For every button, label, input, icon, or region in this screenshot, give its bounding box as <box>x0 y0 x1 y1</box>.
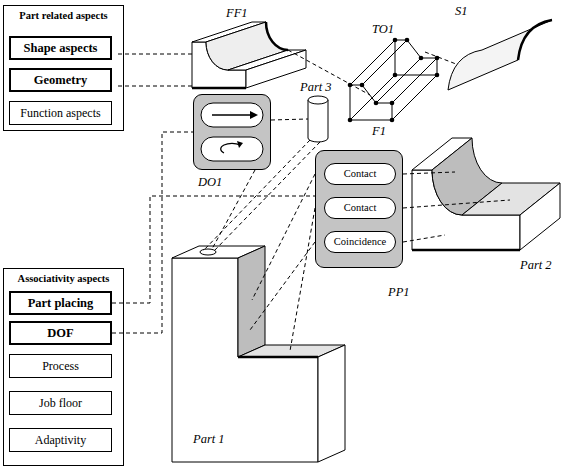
aspect-box: Shape aspects <box>9 36 112 60</box>
part1-block <box>238 246 265 357</box>
part-label: FF1 <box>226 6 248 21</box>
part-label: Part 3 <box>300 80 332 95</box>
part2-block <box>412 138 560 250</box>
ff1-block <box>246 50 306 88</box>
vertex-dot <box>374 101 379 106</box>
aspect-box: Adaptivity <box>9 428 112 452</box>
part3-cylinder <box>308 96 328 142</box>
aspect-box: DOF <box>9 321 112 345</box>
leader-line <box>250 242 315 330</box>
box-label: Shape aspects <box>24 41 98 56</box>
dof-pill <box>201 137 263 161</box>
aspect-box: Function aspects <box>9 101 112 125</box>
panel-heading: Part related aspects <box>4 10 123 23</box>
vertex-dot <box>390 101 395 106</box>
s1-surface <box>448 20 552 90</box>
box-label: Job floor <box>39 396 82 410</box>
vertex-dot <box>435 56 440 61</box>
translation-arrow <box>212 114 250 116</box>
part3-cylinder <box>308 100 328 142</box>
aspect-box: Geometry <box>9 68 112 92</box>
box-label: DOF <box>47 326 73 341</box>
to1-wireframe <box>348 38 440 123</box>
aspect-panel: Shape aspectsGeometryFunction aspects Par… <box>3 5 124 131</box>
box-label: Process <box>42 359 79 373</box>
constraint-group: DO1 <box>193 94 271 170</box>
part2-block <box>520 183 560 250</box>
vertex-dot <box>348 118 353 123</box>
part1-block <box>172 246 345 462</box>
group-label: PP1 <box>388 285 410 300</box>
to1-wireframe <box>350 85 392 120</box>
box-label: Geometry <box>34 73 87 88</box>
dof-pill <box>201 103 263 127</box>
leader-line <box>118 54 192 55</box>
vertex-dot <box>435 73 440 78</box>
constraint-pill: Contact <box>324 163 396 185</box>
leader-line <box>288 50 370 95</box>
leader-line <box>118 50 510 351</box>
vertex-dot <box>405 38 410 43</box>
vertex-dot <box>393 73 398 78</box>
box-label: Function aspects <box>20 106 100 120</box>
aspect-panel: Part placingDOF ProcessJob floorAdaptivit… <box>3 268 124 466</box>
constraint-group: ContactContactCoincidencePP1 <box>315 150 403 268</box>
leader-line <box>118 86 192 87</box>
ff1-block <box>266 22 288 50</box>
box-label: Part placing <box>28 296 94 311</box>
ff1-block <box>192 87 246 90</box>
leader-line <box>271 119 308 120</box>
part-label: Part 2 <box>520 258 552 273</box>
aspect-box: Part placing <box>9 291 112 315</box>
group-label: DO1 <box>198 175 222 190</box>
leader-line <box>290 208 315 351</box>
rotation-arrow <box>237 141 243 148</box>
constraint-pill: Coincidence <box>324 231 396 253</box>
part1-block <box>238 356 318 359</box>
vertex-dot <box>360 83 365 88</box>
pill-label: Coincidence <box>334 236 386 249</box>
dashed-connector <box>112 196 315 303</box>
ff1-block <box>192 22 306 88</box>
part1-block <box>318 345 345 462</box>
vertex-dot <box>348 38 440 123</box>
part-label: Part 1 <box>193 432 225 447</box>
leader-line <box>403 235 445 242</box>
constraint-pill: Contact <box>324 197 396 219</box>
leader-line <box>403 200 510 208</box>
translation-arrow <box>250 111 258 119</box>
box-label: Adaptivity <box>35 433 86 447</box>
part1-block <box>200 249 216 255</box>
pill-label: Contact <box>344 168 377 181</box>
s1-surface <box>448 20 552 90</box>
vertex-dot <box>390 118 395 123</box>
leader-line <box>425 52 456 64</box>
leader-line <box>252 174 315 300</box>
part-label: F1 <box>372 124 386 139</box>
dashed-connector <box>112 132 193 333</box>
part-label: S1 <box>455 4 468 19</box>
vertex-dot <box>419 56 424 61</box>
aspect-box: Job floor <box>9 391 112 415</box>
aspect-box: Process <box>9 354 112 378</box>
part2-block <box>412 249 520 252</box>
leader-line <box>403 172 455 174</box>
vertex-dot <box>393 38 398 43</box>
panel-heading: Associativity aspects <box>4 273 123 286</box>
to1-wireframe <box>350 40 437 120</box>
rotation-arrow <box>221 143 240 153</box>
pill-label: Contact <box>344 202 377 215</box>
s1-surface <box>518 20 552 60</box>
dof-symbols <box>194 95 270 169</box>
part-label: TO1 <box>372 22 394 37</box>
part3-cylinder <box>308 96 328 104</box>
